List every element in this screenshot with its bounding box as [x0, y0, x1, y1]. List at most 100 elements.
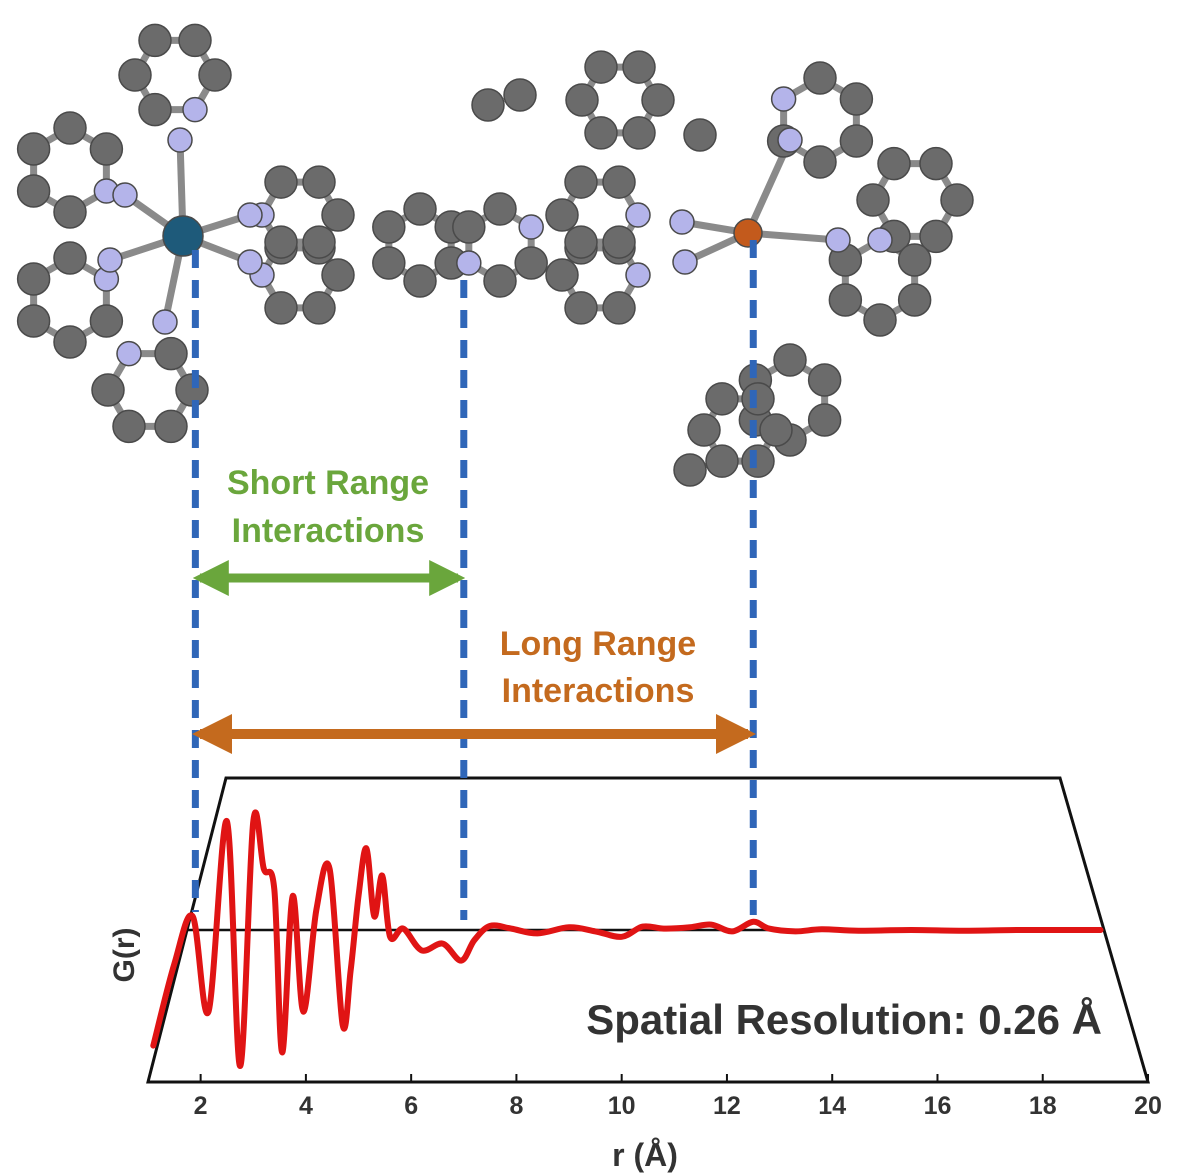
carbon-atom: [118, 58, 152, 92]
carbon-atom: [877, 146, 911, 181]
x-tick-label: 16: [924, 1092, 952, 1120]
carbon-atom: [741, 382, 775, 416]
carbon-atom: [741, 444, 775, 478]
carbon-atom: [828, 283, 863, 317]
carbon-atom: [564, 165, 598, 199]
carbon-atom: [803, 61, 837, 95]
carbon-atom: [773, 343, 807, 377]
carbon-atom: [403, 264, 437, 298]
x-tick-label: 10: [608, 1092, 636, 1120]
nitrogen-atom: [182, 96, 208, 123]
nitrogen-atom: [237, 202, 263, 228]
carbon-atom: [759, 413, 793, 447]
carbon-atom: [16, 304, 51, 338]
carbon-atom: [471, 88, 505, 122]
nitrogen-atom: [625, 262, 651, 288]
carbon-atom: [178, 23, 212, 58]
nitrogen-atom: [167, 127, 193, 153]
carbon-atom: [622, 116, 656, 150]
spatial-resolution-label: Spatial Resolution: 0.26 Å: [586, 996, 1102, 1043]
carbon-atom: [897, 283, 932, 317]
short-range-label-line2: Interactions: [232, 512, 425, 550]
carbon-atom: [16, 174, 51, 208]
carbon-atom: [138, 92, 172, 127]
carbon-atom: [839, 82, 874, 116]
x-tick-label: 6: [404, 1092, 418, 1120]
x-tick-label: 2: [194, 1092, 208, 1120]
carbon-atom: [803, 145, 837, 179]
x-tick-label: 18: [1029, 1092, 1057, 1120]
long-range-label-line2: Interactions: [502, 672, 695, 710]
carbon-atom: [863, 303, 897, 337]
nitrogen-atom: [672, 249, 698, 275]
nitrogen-atom: [625, 202, 651, 228]
carbon-atom: [545, 198, 579, 232]
short-range-label-line1: Short Range: [227, 464, 429, 502]
carbon-atom: [198, 58, 232, 92]
nitrogen-atom: [116, 340, 142, 367]
carbon-atom: [53, 195, 87, 229]
carbon-atom: [112, 409, 146, 444]
nitrogen-atom: [825, 227, 851, 253]
carbon-atom: [53, 241, 87, 275]
nitrogen-atom: [770, 86, 797, 112]
carbon-atom: [919, 146, 953, 181]
carbon-atom: [622, 50, 656, 84]
x-tick-label: 8: [509, 1092, 523, 1120]
nitrogen-atom: [237, 249, 263, 275]
carbon-atom: [584, 50, 618, 84]
carbon-atom: [807, 363, 842, 397]
carbon-atom: [154, 336, 188, 371]
carbon-atom: [705, 382, 739, 416]
carbon-atom: [683, 118, 717, 152]
carbon-atom: [321, 258, 355, 292]
metal-atom: [162, 215, 204, 257]
carbon-atom: [403, 192, 437, 226]
molecule-bond: [747, 229, 839, 244]
carbon-atom: [856, 183, 890, 217]
carbon-atom: [673, 453, 707, 487]
carbon-atom: [264, 225, 298, 259]
carbon-atom: [584, 116, 618, 150]
carbon-atom: [91, 373, 125, 407]
carbon-atom: [452, 210, 486, 244]
carbon-atom: [302, 291, 336, 325]
carbon-atom: [16, 262, 51, 296]
gr-curve: [150, 809, 1104, 1069]
carbon-atom: [302, 225, 336, 259]
carbon-atom: [138, 23, 172, 58]
carbon-atom: [264, 165, 298, 199]
x-axis-label: r (Å): [612, 1137, 678, 1173]
y-axis-label: G(r): [108, 928, 141, 983]
carbon-atom: [483, 192, 517, 226]
carbon-atom: [372, 246, 406, 280]
carbon-atom: [89, 132, 124, 166]
carbon-atom: [503, 78, 537, 112]
carbon-atom: [154, 409, 188, 444]
carbon-atom: [839, 124, 874, 158]
nitrogen-atom: [97, 247, 123, 273]
carbon-atom: [302, 165, 336, 199]
carbon-atom: [602, 225, 636, 259]
carbon-atom: [897, 243, 932, 277]
nitrogen-atom: [867, 227, 893, 253]
carbon-atom: [687, 413, 721, 447]
carbon-atom: [641, 83, 675, 117]
carbon-atom: [545, 258, 579, 292]
nitrogen-atom: [152, 309, 178, 335]
carbon-atom: [807, 403, 842, 437]
carbon-atom: [602, 291, 636, 325]
x-tick-label: 20: [1134, 1092, 1162, 1120]
carbon-atom: [264, 291, 298, 325]
metal-atom: [733, 218, 763, 248]
molecule-structure-icon: [16, 23, 974, 487]
short-range-annotation: Short Range Interactions: [192, 464, 466, 596]
carbon-atom: [565, 83, 599, 117]
long-range-label-line1: Long Range: [500, 625, 696, 663]
nitrogen-atom: [518, 214, 544, 240]
carbon-atom: [53, 111, 87, 145]
carbon-atom: [321, 198, 355, 232]
